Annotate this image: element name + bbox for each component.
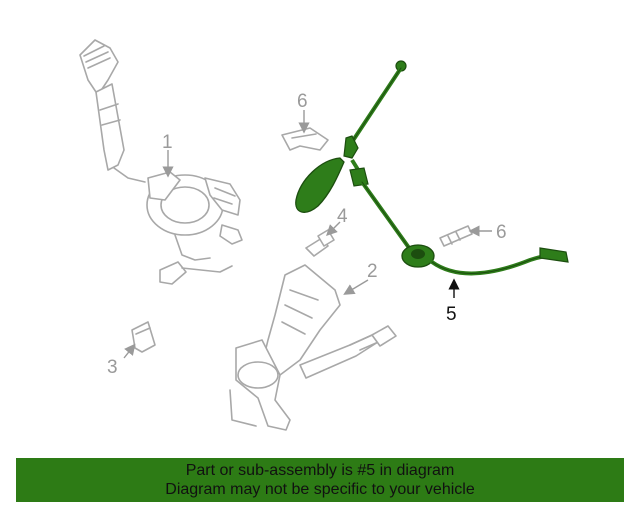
part-5-shift-cable bbox=[295, 60, 569, 276]
parts-diagram: 1 2 3 4 5 6 6 bbox=[79, 39, 569, 431]
part-2-steering-column bbox=[229, 264, 397, 431]
part-4-bolt bbox=[305, 229, 335, 257]
leader-4 bbox=[326, 221, 341, 236]
callout-5: 5 bbox=[446, 304, 457, 325]
callout-2: 2 bbox=[367, 261, 378, 282]
part-3-boot bbox=[131, 321, 156, 353]
callout-4: 4 bbox=[337, 206, 348, 227]
part-6-clip-upper bbox=[281, 127, 329, 151]
banner-line-1: Part or sub-assembly is #5 in diagram bbox=[185, 462, 455, 479]
banner-line-2: Diagram may not be specific to your vehi… bbox=[165, 481, 475, 498]
callout-1: 1 bbox=[162, 132, 173, 153]
info-banner: Part or sub-assembly is #5 in diagram Di… bbox=[16, 458, 624, 502]
part-1-switch-assembly bbox=[79, 39, 243, 285]
leader-2 bbox=[343, 279, 369, 295]
callout-3: 3 bbox=[107, 357, 118, 378]
leader-3 bbox=[123, 343, 136, 359]
callout-6-upper: 6 bbox=[297, 91, 308, 112]
part-6-clip-right bbox=[439, 225, 473, 247]
callout-6-right: 6 bbox=[496, 222, 507, 243]
